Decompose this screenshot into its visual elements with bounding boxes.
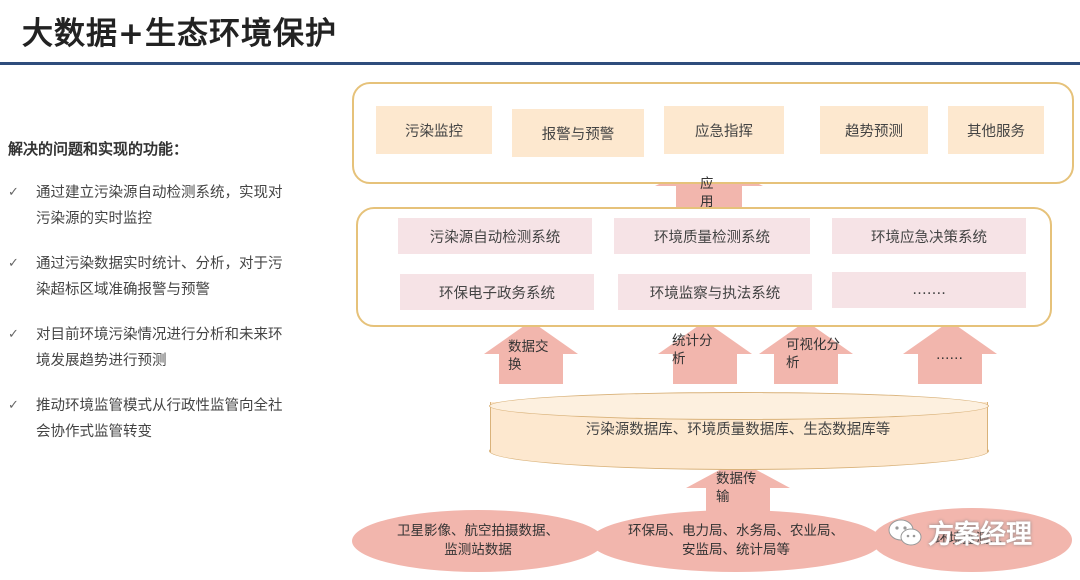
- source-agencies: [590, 510, 882, 572]
- source-satellite-label: 卫星影像、航空拍摄数据、 监测站数据: [397, 523, 559, 558]
- source-satellite: [352, 510, 604, 572]
- page-title: 大数据+生态环境保护: [22, 16, 337, 52]
- sys-inspection-enforcement: 环境监察与执法系统: [618, 274, 812, 310]
- stats-arrow-label: 统计分 析: [672, 333, 713, 367]
- transfer-arrow-label: 数据传 输: [716, 471, 757, 505]
- transfer-up-arrow: [686, 460, 790, 520]
- app-trend-forecast: 趋势预测: [820, 106, 928, 154]
- app-emergency-command: 应急指挥: [664, 106, 784, 154]
- check-icon: ✓: [8, 327, 19, 342]
- check-icon: ✓: [8, 398, 19, 413]
- title-underline: [0, 62, 1080, 65]
- visual-arrow-label: 可视化分 析: [786, 337, 840, 371]
- feature-text: 通过污染数据实时统计、分析，对于污染超标区域准确报警与预警: [36, 256, 283, 298]
- exchange-arrow-label: 数据交 换: [508, 339, 549, 373]
- feature-text: 对目前环境污染情况进行分析和未来环境发展趋势进行预测: [36, 327, 283, 369]
- app-pollution-monitor: 污染监控: [376, 106, 492, 154]
- watermark-text: 方案经理: [928, 520, 1033, 550]
- source-other-label: 环境监测…: [935, 531, 1003, 547]
- sys-quality-detect: 环境质量检测系统: [614, 218, 810, 254]
- sys-pollution-auto-detect: 污染源自动检测系统: [398, 218, 592, 254]
- apply-arrow-label: 应 用: [700, 176, 714, 210]
- exchange-up-arrow: [484, 321, 578, 384]
- database-cylinder-top: [489, 392, 989, 420]
- database-label: 污染源数据库、环境质量数据库、生态数据库等: [585, 422, 891, 438]
- check-icon: ✓: [8, 185, 19, 200]
- sys-emergency-decision: 环境应急决策系统: [832, 218, 1026, 254]
- more-up-arrow: [903, 321, 997, 384]
- app-alarm-warning: 报警与预警: [512, 109, 644, 157]
- stats-up-arrow: [658, 321, 752, 384]
- features-heading: 解决的问题和实现的功能：: [8, 140, 189, 158]
- visual-up-arrow: [759, 321, 853, 384]
- check-icon: ✓: [8, 256, 19, 271]
- wechat-icon: [888, 519, 922, 545]
- app-other-services: 其他服务: [948, 106, 1044, 154]
- source-agencies-label: 环保局、电力局、水务局、农业局、 安监局、统计局等: [628, 523, 844, 558]
- more-arrow-label: ……: [936, 347, 963, 363]
- apply-up-arrow: [655, 160, 763, 210]
- sys-more: …….: [832, 272, 1026, 308]
- watermark: 方案经理: [888, 514, 1032, 551]
- feature-text: 推动环境监管模式从行政性监管向全社会协作式监管转变: [36, 398, 283, 440]
- sys-e-government: 环保电子政务系统: [400, 274, 594, 310]
- feature-text: 通过建立污染源自动检测系统，实现对污染源的实时监控: [36, 185, 283, 227]
